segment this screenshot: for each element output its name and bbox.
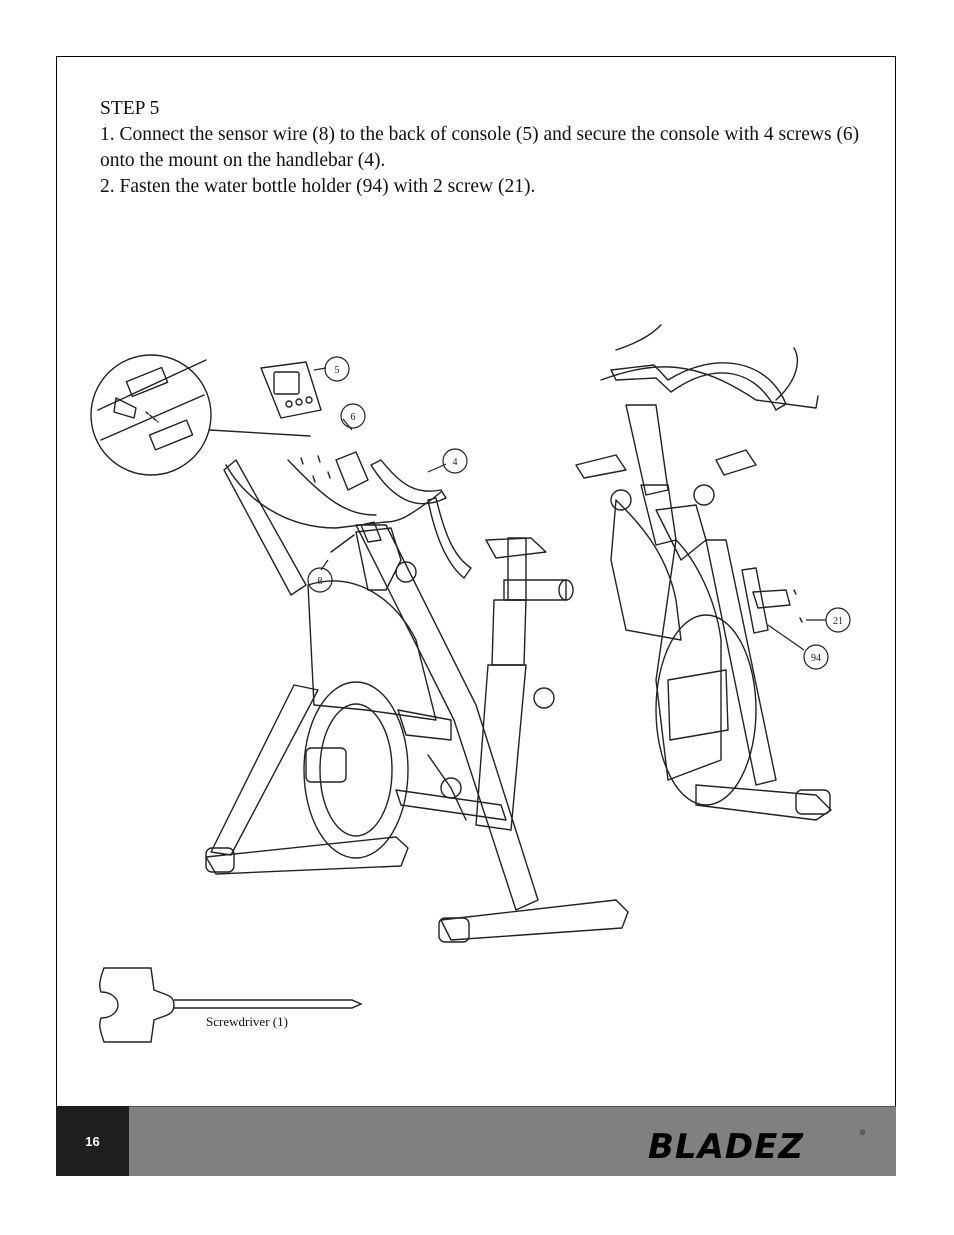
callout-8: 8 [318,576,323,587]
assembly-diagram: 5 6 4 8 21 94 Screwdriver (1) [90,324,851,1043]
brand-name: BLADEZ [648,1127,804,1163]
left-bike-flywheel [303,681,409,859]
left-bike-rear-foot [205,836,409,875]
screwdriver-label: Screwdriver (1) [206,1014,288,1029]
callout-94: 94 [811,653,821,664]
step-title: STEP 5 [100,98,160,119]
step-instructions: STEP 5 1. Connect the sensor wire (8) to… [100,96,860,200]
left-bike-handlebar [225,464,442,529]
brand-logo: BLADEZ ® [648,1127,866,1163]
screwdriver-shaft [174,999,363,1009]
connector-detail-circle [90,354,212,476]
registered-mark: ® [860,1129,866,1137]
step-instruction-1: 1. Connect the sensor wire (8) to the ba… [100,124,860,171]
page-frame [56,56,896,1176]
footer-band: BLADEZ ® [129,1106,896,1176]
callout-6: 6 [351,412,356,423]
step-instruction-2: 2. Fasten the water bottle holder (94) w… [100,176,536,197]
right-bike-handlebar [600,366,819,409]
callout-21: 21 [833,616,843,627]
screwdriver-handle [99,967,175,1043]
bottle-holder-94 [741,567,769,634]
page-number: 16 [56,1106,129,1176]
page-footer: 16 BLADEZ ® [56,1106,896,1176]
callout-4: 4 [453,457,458,468]
callout-5: 5 [335,365,340,376]
console-5 [260,361,322,419]
left-bike-front-foot [440,899,629,941]
left-bike-saddle [485,537,547,559]
